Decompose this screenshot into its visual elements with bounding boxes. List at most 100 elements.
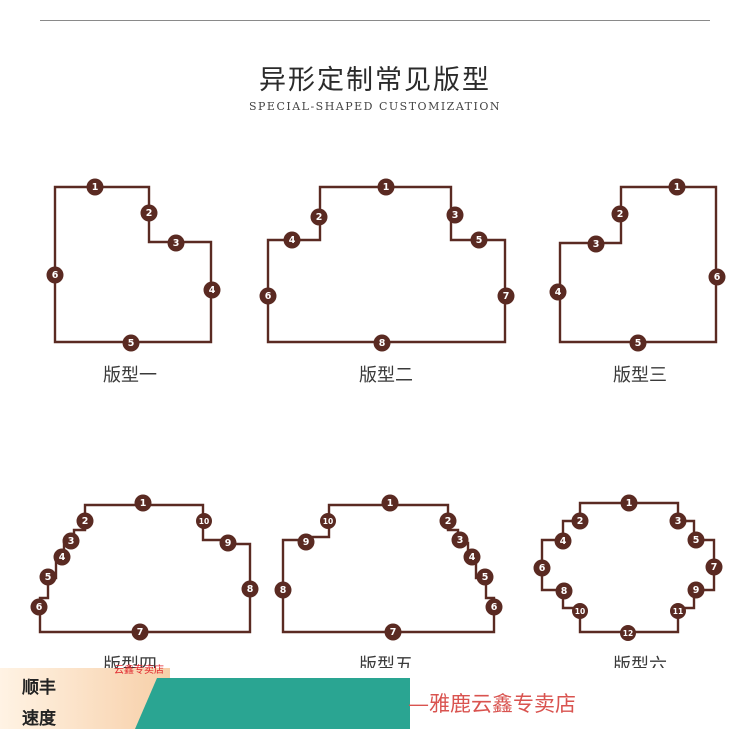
svg-text:8: 8 xyxy=(561,586,568,597)
svg-text:1: 1 xyxy=(140,498,147,509)
edge-number-marker: 6 xyxy=(533,559,551,577)
shape-1: 1 2 3 4 5 6 版型一 xyxy=(46,178,221,386)
shape-label: 版型五 xyxy=(359,655,413,668)
svg-text:1: 1 xyxy=(626,498,633,509)
edge-number-marker: 6 xyxy=(485,598,503,616)
shape-outline xyxy=(558,185,718,344)
edge-number-marker: 1 xyxy=(377,178,395,196)
edge-number-marker: 3 xyxy=(167,234,185,252)
edge-number-marker: 2 xyxy=(310,208,328,226)
svg-text:4: 4 xyxy=(289,235,296,246)
svg-text:5: 5 xyxy=(635,338,642,349)
svg-text:7: 7 xyxy=(503,291,510,302)
shipping-badge-line2: 速度 xyxy=(22,709,56,729)
edge-number-marker: 12 xyxy=(620,625,636,641)
svg-text:2: 2 xyxy=(617,209,624,220)
edge-number-marker: 4 xyxy=(554,532,572,550)
edge-number-marker: 2 xyxy=(76,512,94,530)
svg-text:3: 3 xyxy=(675,516,682,527)
shape-outline xyxy=(53,185,213,344)
edge-number-marker: 6 xyxy=(30,598,48,616)
edge-number-marker: 3 xyxy=(451,531,469,549)
shape-label: 版型六 xyxy=(613,655,667,668)
svg-text:1: 1 xyxy=(383,182,390,193)
svg-text:3: 3 xyxy=(457,535,464,546)
svg-text:3: 3 xyxy=(173,238,180,249)
edge-number-marker: 1 xyxy=(86,178,104,196)
edge-number-marker: 4 xyxy=(53,548,71,566)
edge-number-marker: 3 xyxy=(446,206,464,224)
svg-text:4: 4 xyxy=(560,536,567,547)
edge-number-marker: 9 xyxy=(297,533,315,551)
svg-text:9: 9 xyxy=(303,537,310,548)
edge-number-marker: 1 xyxy=(620,494,638,512)
svg-text:10: 10 xyxy=(199,517,209,526)
shape-label: 版型二 xyxy=(359,365,413,386)
svg-text:8: 8 xyxy=(280,585,287,596)
store-name: —雅鹿云鑫专卖店 xyxy=(408,692,576,716)
edge-number-marker: 5 xyxy=(629,334,647,352)
edge-number-marker: 10 xyxy=(196,513,212,529)
svg-text:10: 10 xyxy=(323,517,333,526)
page-subtitle: SPECIAL-SHAPED CUSTOMIZATION xyxy=(248,100,501,113)
edge-number-marker: 5 xyxy=(476,568,494,586)
svg-text:9: 9 xyxy=(693,585,700,596)
edge-number-marker: 4 xyxy=(203,281,221,299)
edge-number-marker: 2 xyxy=(571,512,589,530)
edge-number-marker: 6 xyxy=(46,266,64,284)
edge-number-marker: 3 xyxy=(587,235,605,253)
svg-text:10: 10 xyxy=(575,607,585,616)
svg-text:5: 5 xyxy=(128,338,135,349)
svg-text:3: 3 xyxy=(68,536,75,547)
svg-text:12: 12 xyxy=(623,629,633,638)
shape-label: 版型一 xyxy=(103,365,157,386)
svg-text:1: 1 xyxy=(674,182,681,193)
edge-number-marker: 5 xyxy=(470,231,488,249)
edge-number-marker: 2 xyxy=(140,204,158,222)
edge-number-marker: 7 xyxy=(131,623,149,641)
edge-number-marker: 5 xyxy=(122,334,140,352)
svg-text:7: 7 xyxy=(137,627,144,638)
svg-text:1: 1 xyxy=(92,182,99,193)
svg-text:2: 2 xyxy=(82,516,89,527)
edge-number-marker: 6 xyxy=(708,268,726,286)
edge-number-marker: 2 xyxy=(439,512,457,530)
svg-text:2: 2 xyxy=(316,212,323,223)
edge-number-marker: 10 xyxy=(572,603,588,619)
svg-text:5: 5 xyxy=(45,572,52,583)
svg-text:6: 6 xyxy=(491,602,498,613)
svg-text:7: 7 xyxy=(711,562,718,573)
edge-number-marker: 5 xyxy=(39,568,57,586)
svg-text:8: 8 xyxy=(379,338,386,349)
svg-text:6: 6 xyxy=(714,272,721,283)
shipping-badge-line1: 顺丰 xyxy=(22,678,56,698)
svg-text:3: 3 xyxy=(593,239,600,250)
svg-text:4: 4 xyxy=(59,552,66,563)
svg-text:5: 5 xyxy=(693,535,700,546)
edge-number-marker: 7 xyxy=(497,287,515,305)
store-watermark: 云鑫专卖店 xyxy=(114,665,164,676)
edge-number-marker: 3 xyxy=(62,532,80,550)
svg-text:4: 4 xyxy=(555,287,562,298)
edge-number-marker: 4 xyxy=(549,283,567,301)
edge-number-marker: 9 xyxy=(219,534,237,552)
edge-number-marker: 11 xyxy=(670,603,686,619)
svg-text:2: 2 xyxy=(577,516,584,527)
edge-number-marker: 4 xyxy=(463,548,481,566)
shape-label: 版型四 xyxy=(103,655,157,668)
top-divider xyxy=(40,20,710,21)
edge-number-marker: 8 xyxy=(241,580,259,598)
edge-number-marker: 8 xyxy=(555,582,573,600)
shape-outline xyxy=(266,185,507,344)
edge-number-marker: 1 xyxy=(381,494,399,512)
svg-text:9: 9 xyxy=(225,538,232,549)
shape-label: 版型三 xyxy=(613,365,667,386)
svg-text:5: 5 xyxy=(482,572,489,583)
edge-number-marker: 8 xyxy=(274,581,292,599)
svg-text:1: 1 xyxy=(387,498,394,509)
